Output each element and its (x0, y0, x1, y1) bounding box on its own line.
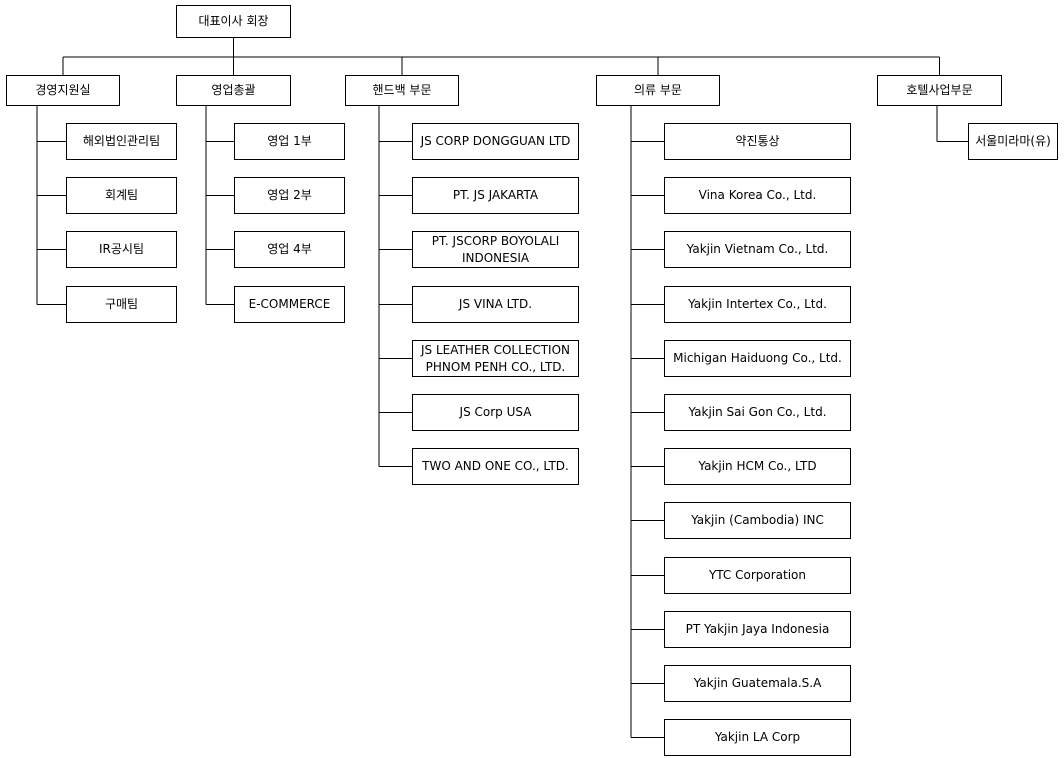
unit-node: 영업 4부 (234, 231, 345, 268)
unit-node: 영업 1부 (234, 123, 345, 160)
unit-node: JS Corp USA (412, 394, 579, 431)
unit-node: Yakjin Sai Gon Co., Ltd. (664, 394, 851, 431)
unit-node: YTC Corporation (664, 557, 851, 594)
unit-node: Yakjin (Cambodia) INC (664, 502, 851, 539)
unit-node: Yakjin Guatemala.S.A (664, 665, 851, 702)
unit-node: Yakjin LA Corp (664, 719, 851, 756)
division-node: 핸드백 부문 (345, 75, 459, 106)
unit-node: TWO AND ONE CO., LTD. (412, 448, 579, 485)
division-node: 영업총괄 (176, 75, 291, 106)
unit-node: 회계팀 (66, 177, 177, 214)
unit-node: Yakjin HCM Co., LTD (664, 448, 851, 485)
division-node: 호텔사업부문 (877, 75, 1002, 106)
unit-node: PT. JS JAKARTA (412, 177, 579, 214)
unit-node: 영업 2부 (234, 177, 345, 214)
root-node: 대표이사 회장 (176, 5, 291, 38)
division-node: 경영지원실 (6, 75, 120, 106)
unit-node: PT. JSCORP BOYOLALI INDONESIA (412, 231, 579, 268)
unit-node: 해외법인관리팀 (66, 123, 177, 160)
unit-node: Vina Korea Co., Ltd. (664, 177, 851, 214)
unit-node: JS CORP DONGGUAN LTD (412, 123, 579, 160)
unit-node: JS VINA LTD. (412, 286, 579, 323)
unit-node: 약진통상 (664, 123, 851, 160)
unit-node: JS LEATHER COLLECTION PHNOM PENH CO., LT… (412, 340, 579, 377)
unit-node: Michigan Haiduong Co., Ltd. (664, 340, 851, 377)
unit-node: E-COMMERCE (234, 286, 345, 323)
unit-node: IR공시팀 (66, 231, 177, 268)
unit-node: Yakjin Vietnam Co., Ltd. (664, 231, 851, 268)
unit-node: Yakjin Intertex Co., Ltd. (664, 286, 851, 323)
unit-node: 서울미라마(유) (968, 123, 1058, 160)
division-node: 의류 부문 (596, 75, 720, 106)
unit-node: 구매팀 (66, 286, 177, 323)
unit-node: PT Yakjin Jaya Indonesia (664, 611, 851, 648)
